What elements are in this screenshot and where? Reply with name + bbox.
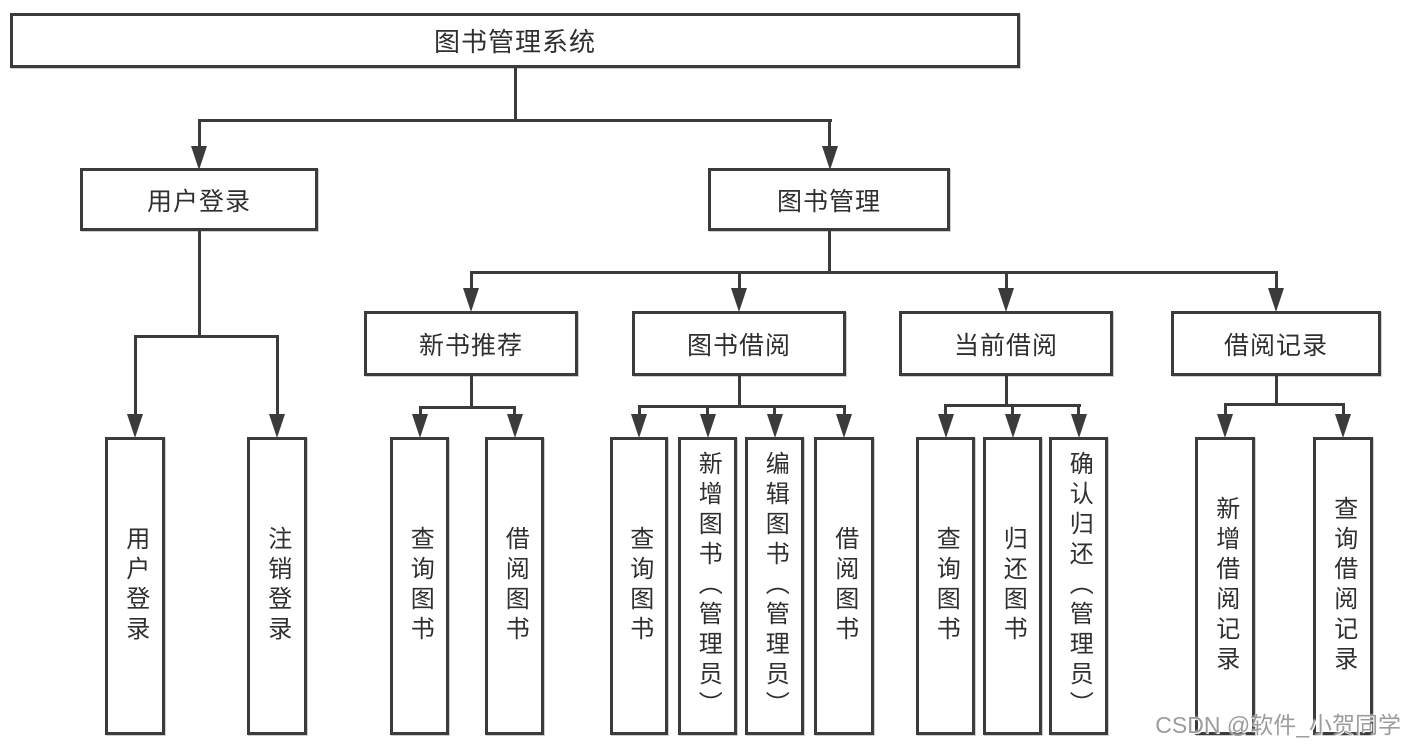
connector-line [134,335,137,415]
connector-line [470,271,473,290]
leaf-logout: 注销登录 [247,437,307,735]
arrow-down-icon [767,414,783,438]
arrow-down-icon [127,414,143,438]
connector-line [1005,376,1008,407]
node-label: 注销登录 [263,526,291,646]
connector-line [470,376,473,409]
arrow-down-icon [700,414,716,438]
connector-line [198,119,832,122]
connector-line [738,271,741,290]
connector-line [1005,271,1008,290]
connector-line [276,335,279,415]
connector-line [1275,376,1278,406]
connector-line [1224,403,1345,406]
connector-line [419,406,422,415]
node-label: 确认归还（管理员） [1065,451,1093,721]
arrow-down-icon [836,414,852,438]
arrow-down-icon [938,414,954,438]
connector-line [828,231,831,273]
arrow-down-icon [731,288,747,312]
connector-line [1011,404,1014,415]
node-label: 查询图书 [406,526,434,646]
connector-line [638,405,846,408]
node-label: 借阅记录 [1223,331,1328,360]
node-label: 新增借阅记录 [1211,496,1239,676]
node-label: 用户登录 [146,187,251,216]
arrow-down-icon [412,414,428,438]
node-current-borrowing: 当前借阅 [899,311,1113,376]
leaf-newbook-query: 查询图书 [390,437,449,735]
connector-line [419,406,516,409]
node-label: 图书借阅 [686,331,791,360]
leaf-current-query: 查询图书 [916,437,975,735]
connector-line [1275,271,1278,290]
arrow-down-icon [507,414,523,438]
connector-line [134,335,279,338]
connector-line [198,231,201,337]
node-label: 查询图书 [932,526,960,646]
connector-line [738,376,741,408]
node-label: 查询图书 [625,526,653,646]
arrow-down-icon [998,288,1014,312]
arrow-down-icon [631,414,647,438]
node-label: 借阅图书 [501,526,529,646]
connector-line [1077,404,1080,415]
node-borrowing-records: 借阅记录 [1171,311,1381,376]
arrow-down-icon [1268,288,1284,312]
leaf-borrowing-query: 查询图书 [610,437,668,735]
arrow-down-icon [269,414,285,438]
leaf-borrowing-borrow: 借阅图书 [814,437,874,735]
arrow-down-icon [1335,414,1351,438]
arrow-down-icon [1071,414,1087,438]
connector-line [470,271,1278,274]
connector-line [638,405,641,415]
node-label: 归还图书 [999,526,1027,646]
connector-line [198,119,201,147]
node-book-borrowing: 图书借阅 [632,311,846,376]
node-user-login: 用户登录 [80,168,318,231]
node-label: 新增图书（管理员） [694,451,722,721]
leaf-user-login: 用户登录 [105,437,165,735]
connector-line [1342,403,1345,415]
connector-line [773,405,776,415]
leaf-newbook-borrow: 借阅图书 [485,437,544,735]
arrow-down-icon [822,146,838,170]
node-label: 图书管理 [776,187,881,216]
arrow-down-icon [1217,414,1233,438]
node-label: 借阅图书 [830,526,858,646]
connector-line [944,404,947,415]
node-label: 编辑图书（管理员） [761,451,789,721]
connector-line [1224,403,1227,415]
connector-line [706,405,709,415]
node-label: 用户登录 [121,526,149,646]
watermark: CSDN @软件_小贺同学 [1155,712,1401,738]
node-book-management: 图书管理 [708,168,950,231]
leaf-records-query: 查询借阅记录 [1313,437,1373,735]
arrow-down-icon [191,146,207,170]
leaf-records-add: 新增借阅记录 [1195,437,1255,735]
connector-line [828,119,831,147]
node-label: 查询借阅记录 [1329,496,1357,676]
leaf-current-return: 归还图书 [983,437,1042,735]
connector-line [514,68,517,121]
node-new-book-recommend: 新书推荐 [364,311,578,376]
node-system-root: 图书管理系统 [10,13,1020,68]
leaf-current-confirm-admin: 确认归还（管理员） [1049,437,1108,735]
arrow-down-icon [1005,414,1021,438]
connector-line [843,405,846,415]
node-label: 新书推荐 [418,331,523,360]
leaf-borrowing-add-admin: 新增图书（管理员） [678,437,737,735]
node-label: 图书管理系统 [433,27,596,57]
connector-line [513,406,516,415]
arrow-down-icon [463,288,479,312]
leaf-borrowing-edit-admin: 编辑图书（管理员） [745,437,804,735]
node-label: 当前借阅 [953,331,1058,360]
